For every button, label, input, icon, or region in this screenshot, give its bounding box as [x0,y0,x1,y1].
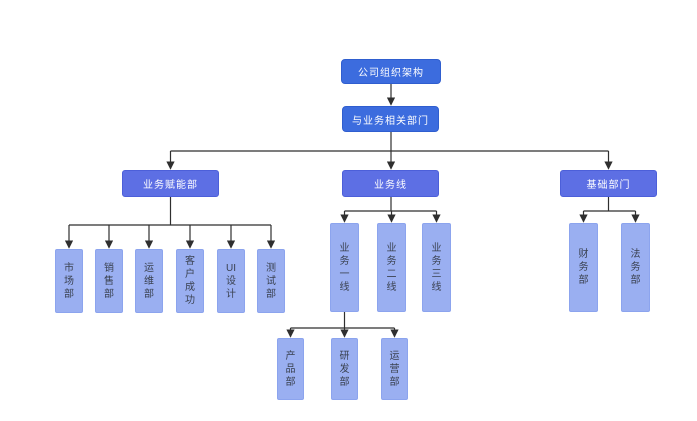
node-legal-dept[interactable]: 法务部 [621,223,650,312]
node-business-line-1[interactable]: 业务一线 [330,223,359,312]
node-product-dept[interactable]: 产品部 [277,338,304,400]
connector-line1-to-subdepts [286,312,399,338]
connector-enablement-to-depts [64,197,276,249]
node-business-line-2[interactable]: 业务二线 [377,223,406,312]
node-sales-dept[interactable]: 销售部 [95,249,123,313]
connector-businessline-to-lines [340,197,441,223]
node-customer-success[interactable]: 客户成功 [176,249,204,313]
node-operations-dept[interactable]: 运营部 [381,338,408,400]
node-business-line-3[interactable]: 业务三线 [422,223,451,312]
node-marketing-dept[interactable]: 市场部 [55,249,83,313]
node-testing-dept[interactable]: 测试部 [257,249,285,313]
node-ui-design[interactable]: UI设计 [217,249,245,313]
node-basic-depts[interactable]: 基础部门 [560,170,657,197]
node-finance-dept[interactable]: 财务部 [569,223,598,312]
node-business-related-depts[interactable]: 与业务相关部门 [342,106,439,132]
connector-basic-to-depts [579,197,640,223]
node-company-structure[interactable]: 公司组织架构 [341,59,441,84]
node-business-line[interactable]: 业务线 [342,170,439,197]
node-rd-dept[interactable]: 研发部 [331,338,358,400]
node-business-enablement-dept[interactable]: 业务赋能部 [122,170,219,197]
connector-parent-to-heads [166,132,613,170]
node-ops-maintenance-dept[interactable]: 运维部 [135,249,163,313]
